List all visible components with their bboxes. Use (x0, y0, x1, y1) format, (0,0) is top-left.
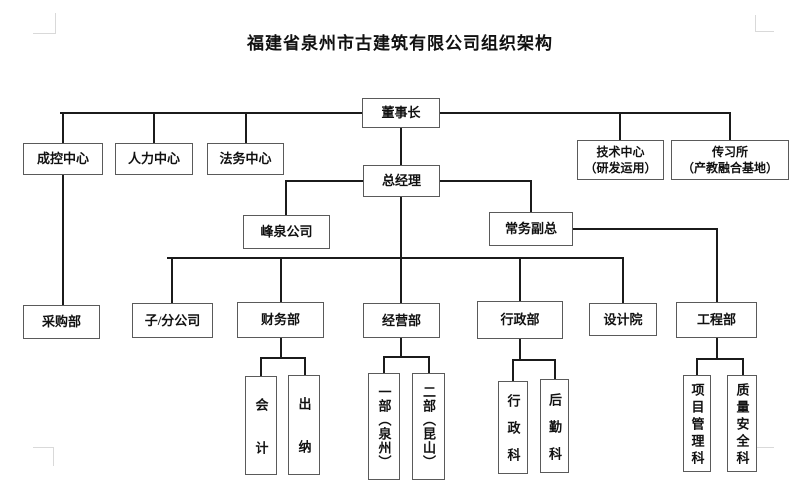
node-finance-dept: 财务部 (237, 302, 324, 338)
connector-engineering-children (696, 358, 744, 360)
node-label: 会计 (253, 397, 269, 484)
connector-drop-quality-safety (742, 358, 744, 376)
node-subsidiaries: 子/分公司 (132, 303, 213, 338)
node-sublabel: （产教融合基地） (681, 161, 778, 175)
node-sublabel: （研发运用） (584, 161, 657, 175)
connector-gm-business (400, 197, 402, 304)
node-accounting: 会计 (245, 376, 277, 484)
node-design-institute: 设计院 (589, 303, 657, 336)
chart-title: 福建省泉州市古建筑有限公司组织架构 (247, 34, 553, 53)
node-project-mgmt-section: 项目管理科 (683, 375, 711, 472)
node-general-manager: 总经理 (363, 165, 440, 197)
connector-drop-admin-section (512, 359, 514, 382)
node-label: 二部（昆山） (421, 384, 436, 469)
connector-gm-deputy (440, 180, 532, 182)
connector-drop-cashier (304, 357, 306, 376)
node-admin-dept: 行政部 (477, 301, 563, 339)
node-chairman: 董事长 (362, 98, 440, 128)
connector-drop-hr (153, 112, 155, 144)
node-label: 设计院 (603, 311, 643, 327)
node-label: 经营部 (381, 312, 421, 328)
node-logistics-section: 后勤科 (540, 379, 569, 474)
page-corner-mark-bottom-right (755, 447, 774, 448)
connector-deputy-engineering (716, 228, 718, 303)
connector-finance-children (260, 357, 306, 359)
connector-drop-design (622, 257, 624, 304)
node-division1-quanzhou: 一部（泉州） (368, 373, 400, 480)
node-label: 常务副总 (504, 221, 557, 237)
node-label: 成控中心 (36, 151, 89, 167)
connector-gm-fengquan (285, 180, 364, 182)
connector-drop-division1 (383, 356, 385, 374)
node-legal-center: 法务中心 (207, 143, 284, 175)
page-corner-mark-top-left (55, 13, 56, 34)
node-division2-kunshan: 二部（昆山） (412, 373, 445, 480)
connector-drop-heritage (729, 112, 731, 141)
page-corner-mark-top-right (755, 31, 774, 32)
connector-drop-subsidiaries (171, 257, 173, 304)
node-label: 工程部 (696, 312, 736, 328)
node-label: 子/分公司 (144, 312, 201, 328)
connector-costcontrol-procurement (62, 175, 64, 306)
page-corner-mark-top-right (755, 15, 756, 32)
node-procurement-dept: 采购部 (23, 305, 100, 339)
connector-chairman-gm (400, 128, 402, 166)
connector-drop-cost-control (62, 112, 64, 144)
connector-dept-bus (167, 257, 624, 259)
node-label: 技术中心 (596, 144, 645, 159)
node-cashier: 出纳 (288, 375, 320, 483)
connector-drop-tech-center (619, 112, 621, 141)
node-label: 后勤科 (547, 392, 562, 474)
node-label: 行政科 (505, 394, 521, 475)
node-label: 项目管理科 (689, 383, 705, 468)
page-corner-mark-bottom-left (33, 447, 54, 448)
node-label: 峰泉公司 (260, 224, 313, 240)
connector-chairman-bus-left (60, 112, 363, 114)
node-business-dept: 经营部 (363, 303, 440, 338)
connector-engineering-children (716, 338, 718, 360)
connector-gm-fengquan (285, 180, 287, 216)
node-hr-center: 人力中心 (115, 143, 193, 175)
node-quality-safety-section: 质量安全科 (727, 375, 757, 472)
connector-drop-admin (519, 257, 521, 302)
connector-drop-logistics-section (554, 359, 556, 380)
node-label: 行政部 (500, 312, 540, 328)
connector-business-children (383, 356, 430, 358)
node-label: 出纳 (296, 397, 312, 483)
node-label: 法务中心 (219, 151, 272, 167)
page-corner-mark-top-left (33, 33, 56, 34)
connector-finance-children (280, 338, 282, 359)
node-label: 采购部 (41, 314, 81, 330)
node-executive-deputy-gm: 常务副总 (489, 212, 573, 246)
node-cost-control-center: 成控中心 (23, 143, 103, 175)
node-engineering-dept: 工程部 (676, 302, 757, 338)
connector-drop-finance (280, 257, 282, 303)
node-label: 传习所 (711, 144, 748, 159)
page-corner-mark-bottom-left (53, 447, 54, 466)
connector-drop-legal (245, 112, 247, 144)
connector-chairman-bus-right (440, 112, 731, 114)
connector-gm-deputy (530, 180, 532, 213)
node-heritage-institute: 传习所 （产教融合基地） (671, 140, 789, 180)
node-label: 一部（泉州） (376, 384, 392, 469)
connector-admin-children (512, 359, 556, 361)
node-label: 质量安全科 (734, 383, 750, 468)
connector-admin-children (519, 339, 521, 361)
connector-deputy-engineering (573, 228, 718, 230)
node-label: 财务部 (260, 312, 300, 328)
node-label: 人力中心 (127, 151, 180, 167)
connector-drop-division2 (428, 356, 430, 374)
node-label: 总经理 (381, 173, 421, 189)
connector-business-children (400, 338, 402, 358)
node-admin-section: 行政科 (498, 381, 528, 475)
node-tech-center: 技术中心 （研发运用） (577, 140, 664, 180)
node-label: 董事长 (381, 105, 421, 121)
node-fengquan-company: 峰泉公司 (243, 215, 330, 249)
connector-drop-project-mgmt (696, 358, 698, 376)
connector-drop-accounting (260, 357, 262, 377)
